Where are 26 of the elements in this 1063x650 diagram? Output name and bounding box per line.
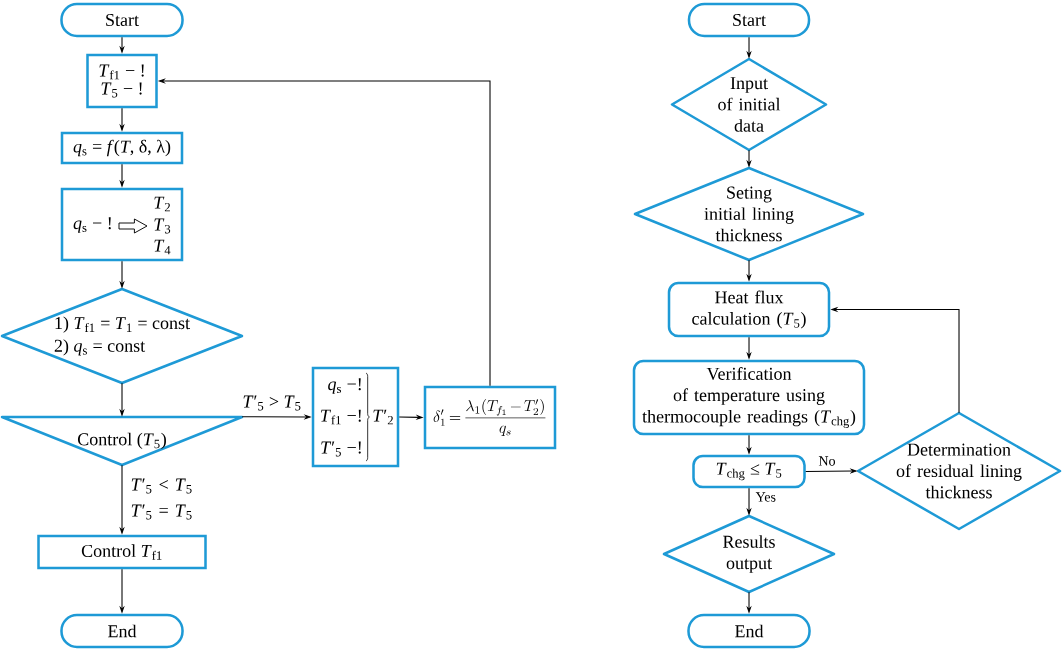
- process-box: T$_{chg}$ ≤ T$_{5}$: [692, 454, 806, 489]
- edge-label: T′$_{5}$ < T$_{5}$ T′$_{5}$ = T$_{5}$: [129, 477, 204, 521]
- node-label: T$_{4}$: [154, 239, 171, 255]
- terminal-capsule: Start: [687, 2, 811, 38]
- process-box: q$_{s}$ −! T$_{f1}$ −! T′$_{5}$ −! T′$_{2}$: [311, 366, 400, 468]
- edge-label: No: [817, 455, 837, 467]
- process-box: Control T$_{f1}$: [37, 534, 207, 570]
- terminal-capsule: Start: [60, 2, 184, 38]
- node-label: T′$_{2}$: [373, 409, 393, 425]
- terminal-capsule: End: [687, 613, 811, 649]
- process-box: Verification of temperature using thermocouple readings (T$_{chg}$): [632, 359, 866, 436]
- node-label: T$_{f1}$ −!: [321, 409, 361, 425]
- terminal-capsule: End: [60, 613, 184, 649]
- node-label: T$_{3}$: [154, 218, 171, 234]
- process-box: q$_{s}$ = f(T, δ, λ): [60, 131, 184, 165]
- process-box: T$_{f1}$ − ! T$_{5}$ − !: [86, 53, 158, 109]
- node-label: q$_{s}$ − !: [73, 217, 111, 233]
- edge-label: Yes: [754, 491, 778, 503]
- node-label: T′$_{5}$ −!: [321, 441, 361, 457]
- node-label: T$_{2}$: [154, 196, 170, 212]
- process-box: q$_{s}$ − ! T$_{2}$ T$_{3}$ T$_{4}$: [60, 187, 184, 262]
- node-label: q$_{s}$ −!: [328, 378, 361, 394]
- process-box: Heat flux calculation (T$_{5}$): [667, 281, 831, 338]
- inverted-triangle: Control (T$_{5}$): [0, 415, 244, 467]
- edge-label: T′$_{5}$ > T$_{5}$: [241, 394, 303, 412]
- process-box: $\delta'_1 = \frac{\lambda_1 (T_{f_1} - T'_2)}{q_s}$: [423, 385, 557, 450]
